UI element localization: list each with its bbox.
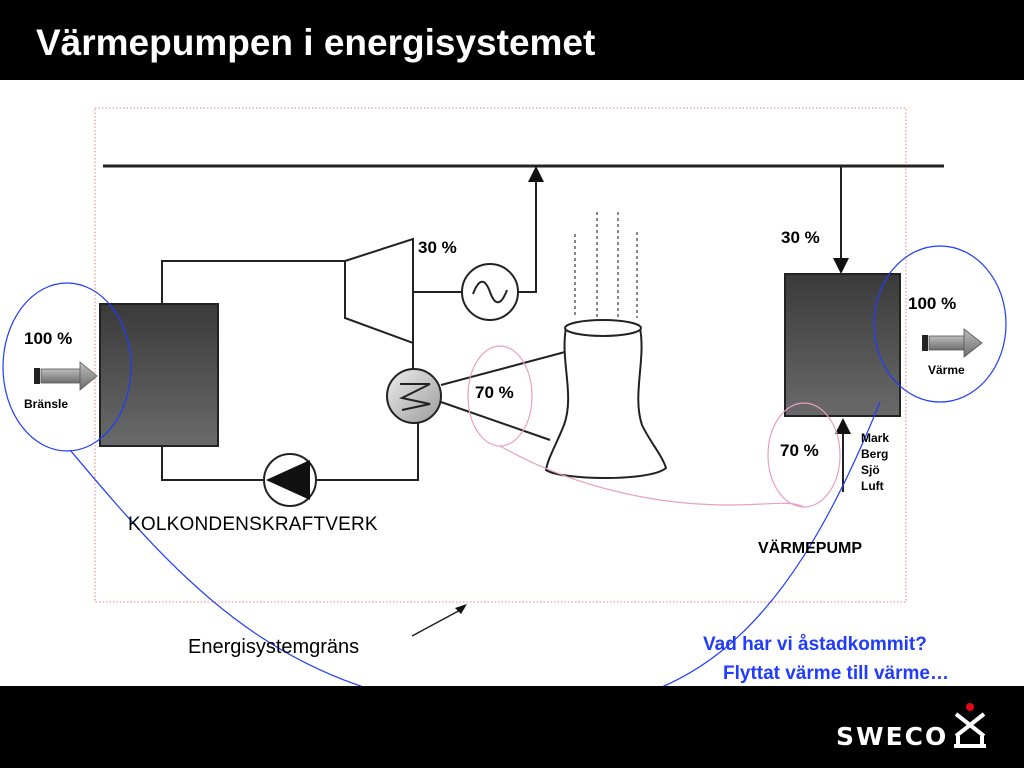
generator-sine-icon [472, 280, 508, 304]
sweco-logo-icon [954, 703, 986, 748]
boundary-pointer-line [411, 607, 465, 637]
header-bar: Värmepumpen i energisystemet [0, 0, 1024, 80]
generator-to-grid-line [516, 176, 537, 293]
pink-connector-curve [499, 445, 805, 508]
heat-source-arrow-up [835, 418, 851, 434]
annotation-answer: Flyttat värme till värme… [723, 663, 949, 684]
heat-output-label: Värme [928, 363, 965, 377]
heat-output-arrow-icon [922, 328, 983, 358]
slide-title: Värmepumpen i energisystemet [36, 22, 596, 63]
system-boundary-rect [94, 107, 907, 603]
cooling-tower [544, 327, 668, 479]
condenser-to-tower-line-bottom [440, 401, 551, 441]
boundary-label: Energisystemgräns [188, 636, 360, 658]
condenser-to-tower-line-top [440, 351, 566, 386]
boiler-box [99, 303, 219, 447]
grid-arrow-up [528, 166, 544, 182]
pump-arrow-icon [266, 460, 310, 500]
plant-label: KOLKONDENSKRAFTVERK [128, 514, 378, 535]
turbine [344, 237, 414, 345]
plant-electricity-percent-label: 30 % [418, 238, 457, 257]
plant-heatloss-percent-label: 70 % [475, 383, 514, 402]
heat-source-percent-label: 70 % [780, 441, 819, 460]
cooling-tower-top [564, 319, 642, 337]
sweco-logo-text: SWECO [836, 722, 949, 751]
heat-output-highlight-ellipse [873, 245, 1007, 403]
fuel-label: Bränsle [24, 397, 69, 411]
fuel-arrow-icon [34, 361, 98, 391]
heatpump-output-percent-label: 100 % [908, 294, 957, 313]
heatpump-electricity-percent-label: 30 % [781, 228, 820, 247]
heatpump-arrow-down [833, 258, 849, 274]
heat-source-item: Luft [861, 479, 884, 493]
footer-bar: Flyttat värme till värme… [0, 663, 1024, 768]
plant-circuit-top [161, 260, 345, 304]
fuel-highlight-ellipse [2, 282, 132, 452]
heat-source-item: Berg [861, 447, 889, 461]
condenser-icon [386, 368, 442, 424]
boundary-pointer-arrow [455, 604, 467, 614]
heatpump-box [784, 273, 901, 417]
heatpump-label: VÄRMEPUMP [758, 540, 863, 557]
annotation-question: Vad har vi åstadkommit? [703, 634, 927, 655]
fuel-percent-label: 100 % [24, 329, 73, 348]
heat-source-item: Sjö [861, 463, 880, 477]
condenser-coil-icon [399, 383, 431, 411]
heat-source-item: Mark [861, 431, 890, 445]
heat-sources-list: Mark Berg Sjö Luft [861, 430, 889, 494]
